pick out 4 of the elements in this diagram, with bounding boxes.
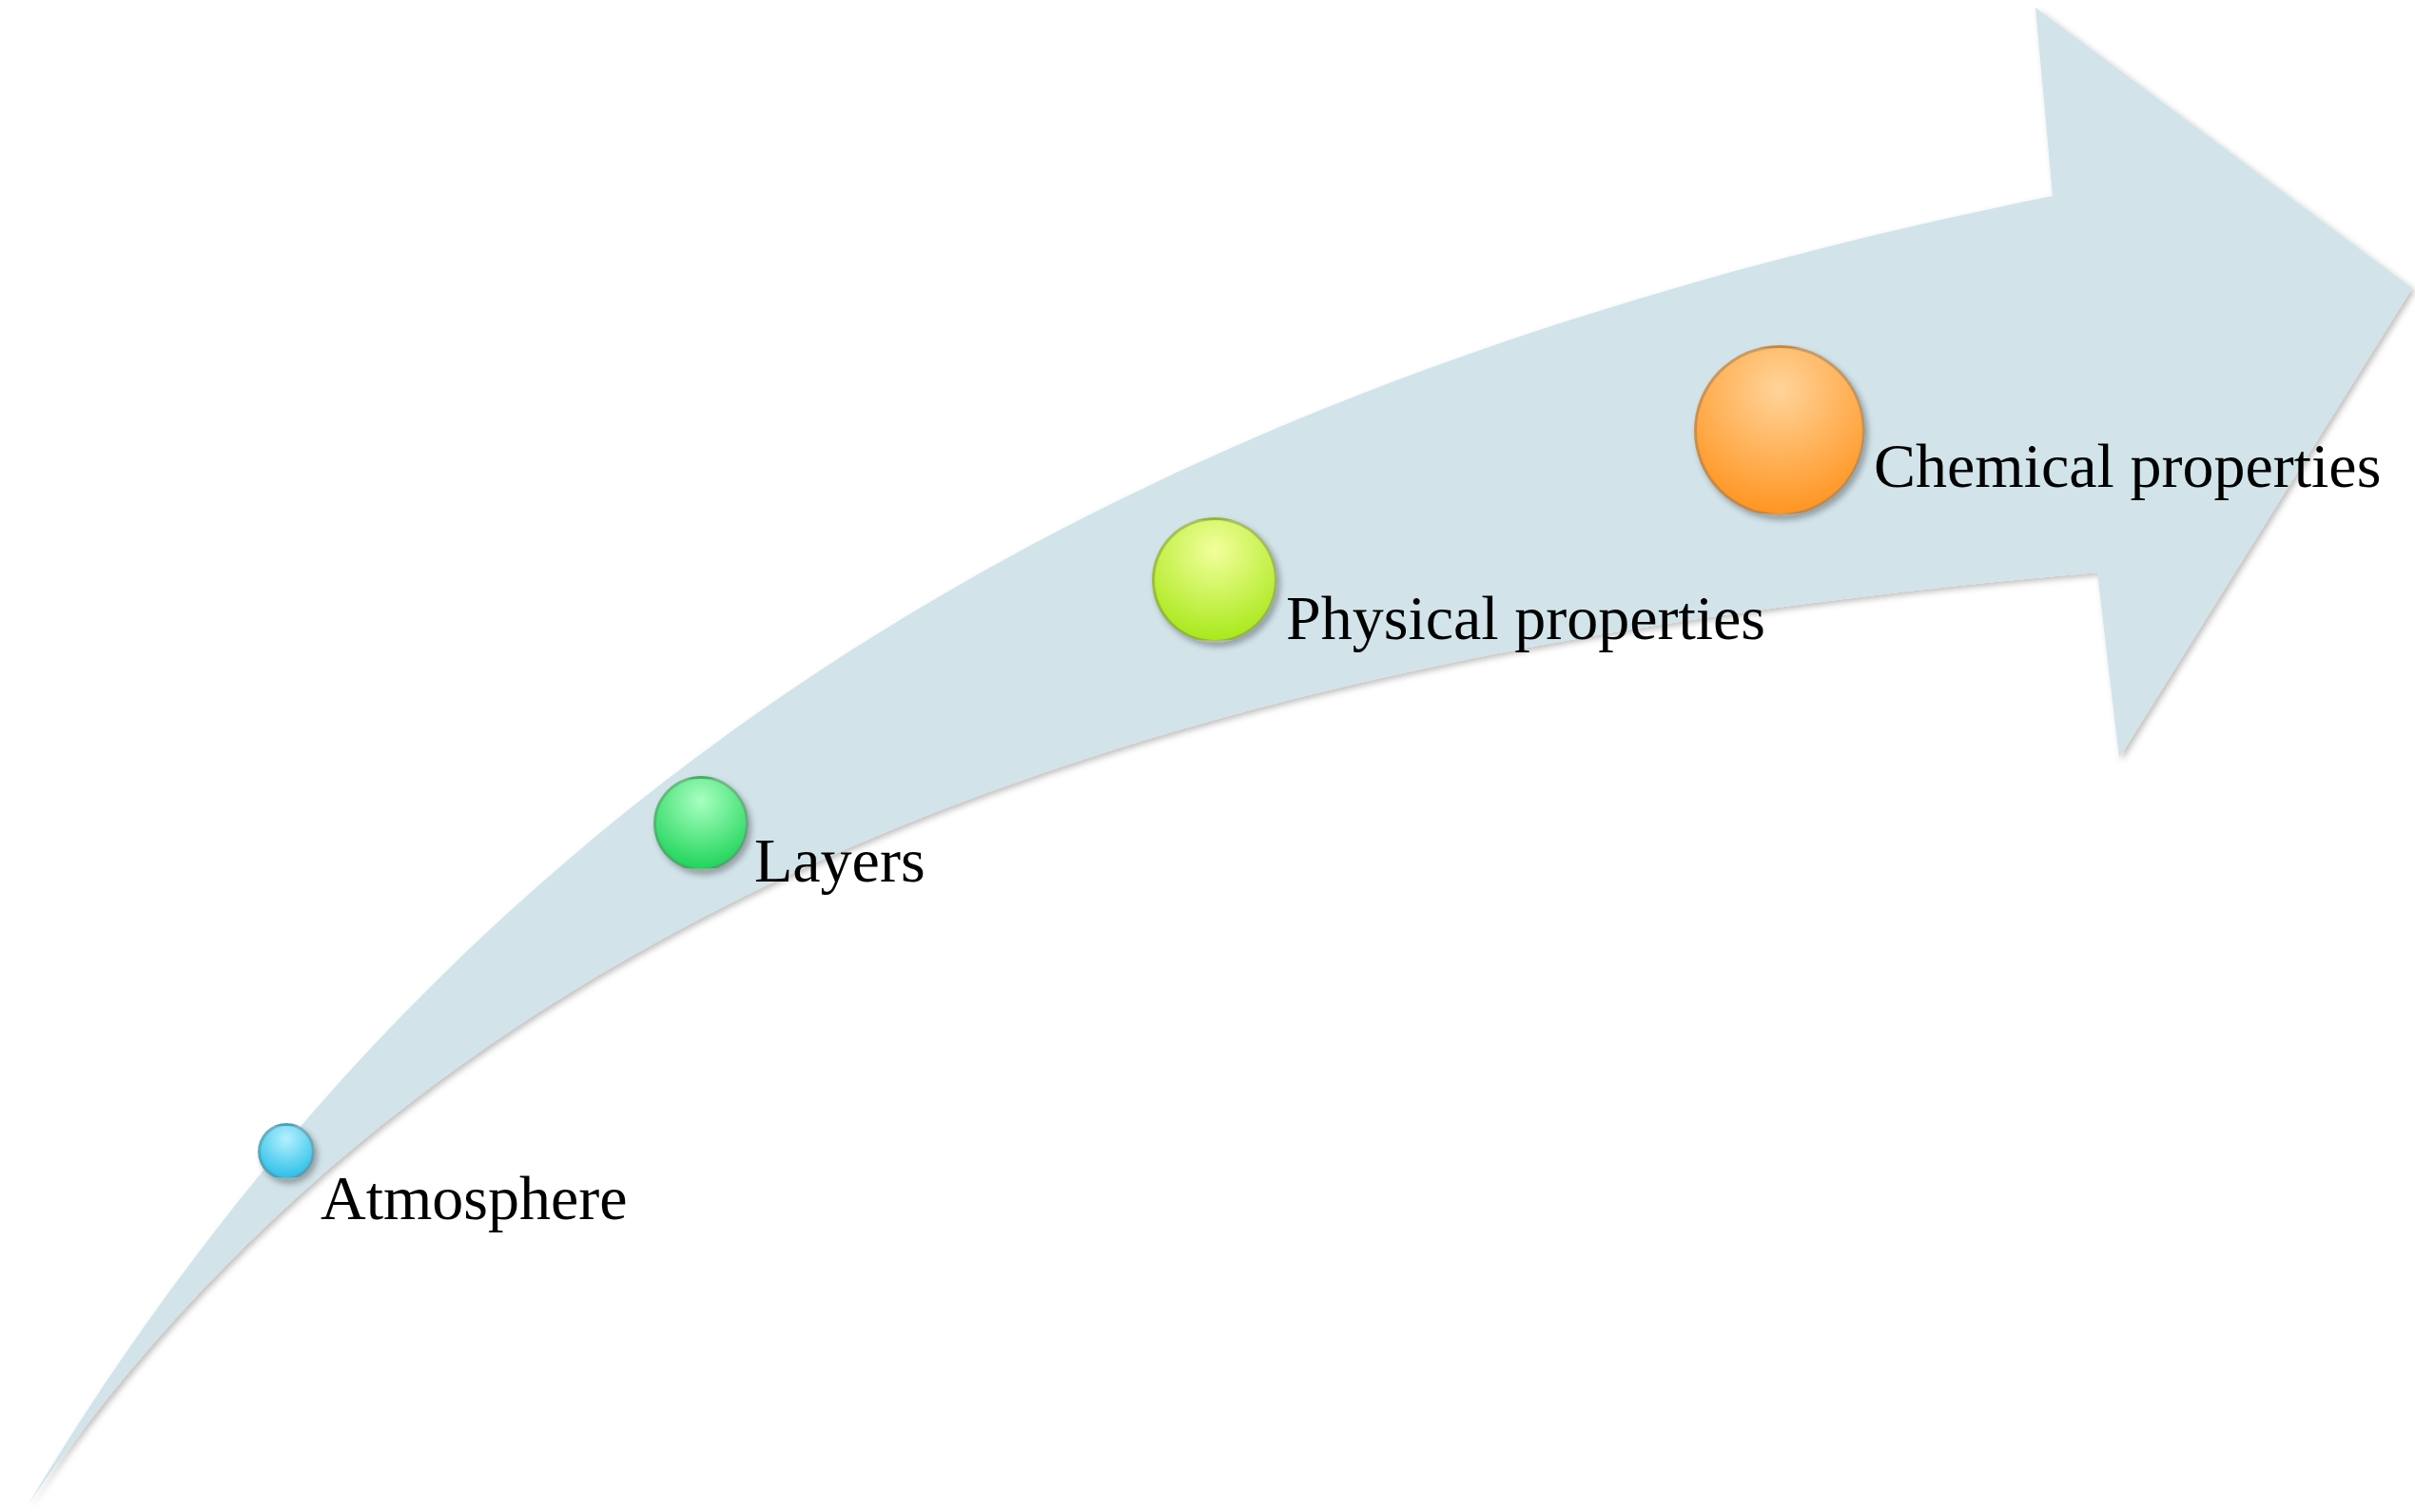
stage-label: Atmosphere	[321, 1162, 629, 1234]
stage-label: Physical properties	[1286, 582, 1767, 654]
stage-label: Chemical properties	[1874, 430, 2383, 502]
stage-label: Layers	[754, 824, 926, 897]
